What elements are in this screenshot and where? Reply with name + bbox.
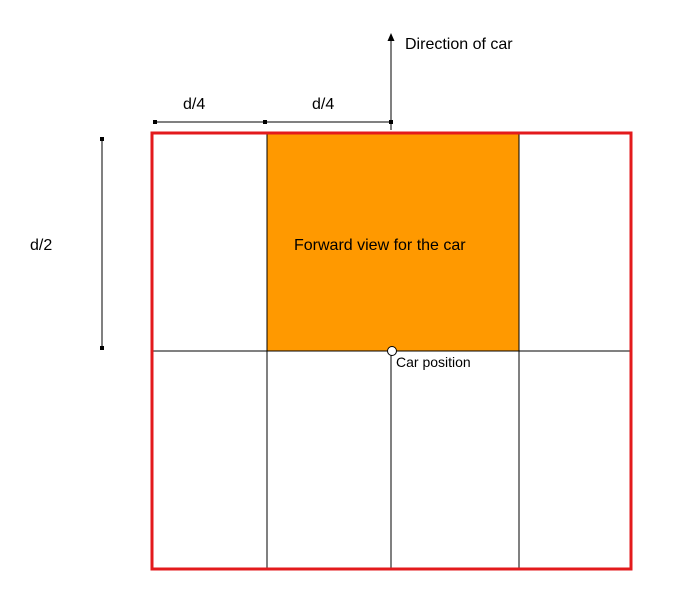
dimension-tick — [263, 120, 267, 124]
dimension-tick — [153, 120, 157, 124]
dimension-label-left: d/4 — [183, 96, 205, 113]
direction-label: Direction of car — [405, 36, 513, 53]
forward-view-region — [267, 133, 519, 351]
dimension-tick — [100, 137, 104, 141]
width-dimension-ticks — [153, 120, 393, 124]
area-border — [150, 131, 633, 571]
dimension-label-vertical: d/2 — [30, 237, 52, 254]
car-position-label: Car position — [396, 354, 471, 370]
direction-arrow — [387, 33, 395, 130]
car-position-marker — [387, 346, 397, 356]
forward-view-label: Forward view for the car — [294, 237, 466, 254]
dimension-tick — [389, 120, 393, 124]
dimension-tick — [100, 346, 104, 350]
dimension-label-right: d/4 — [312, 96, 334, 113]
arrow-up-icon — [387, 33, 395, 41]
